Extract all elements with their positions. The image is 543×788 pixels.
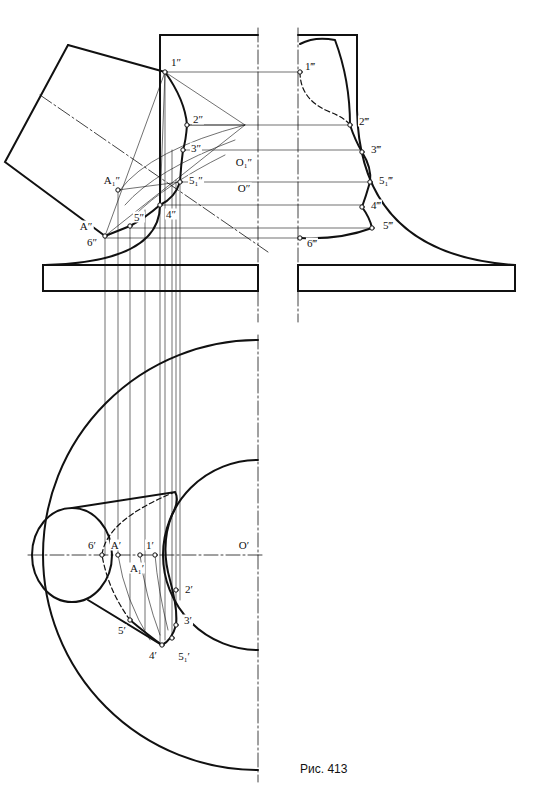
point-label: 5‴ (382, 220, 394, 231)
point-label: 5₁‴ (378, 175, 394, 186)
point-label: 4′ (148, 650, 158, 661)
point-label: A₁′ (129, 563, 145, 574)
point-label: 6‴ (306, 238, 318, 249)
point-label: 1″ (170, 57, 182, 68)
point-label: 2″ (192, 114, 204, 125)
point-label: O′ (238, 540, 250, 551)
point-label: 3″ (190, 143, 202, 154)
point-label: 5′ (117, 625, 127, 636)
point-label: A″ (79, 221, 94, 232)
point-label: 1‴ (304, 61, 316, 72)
point-label: A′ (110, 540, 122, 551)
point-label: 3′ (183, 615, 193, 626)
point-label: 4″ (165, 209, 177, 220)
point-label: 6″ (86, 237, 98, 248)
point-label: 4‴ (370, 200, 382, 211)
point-label: O″ (237, 183, 252, 194)
point-label: 2′ (184, 584, 194, 595)
point-label: 5₁′ (177, 651, 191, 662)
point-label: 5″ (133, 212, 145, 223)
point-label: 1′ (145, 540, 155, 551)
point-label: A₁″ (103, 175, 121, 186)
figure-caption: Рис. 413 (300, 762, 347, 776)
point-label: 5₁″ (188, 175, 204, 186)
point-label: 2‴ (358, 116, 370, 127)
point-label: O₁″ (235, 157, 253, 168)
point-label: 6′ (87, 540, 97, 551)
point-label: 3‴ (370, 144, 382, 155)
